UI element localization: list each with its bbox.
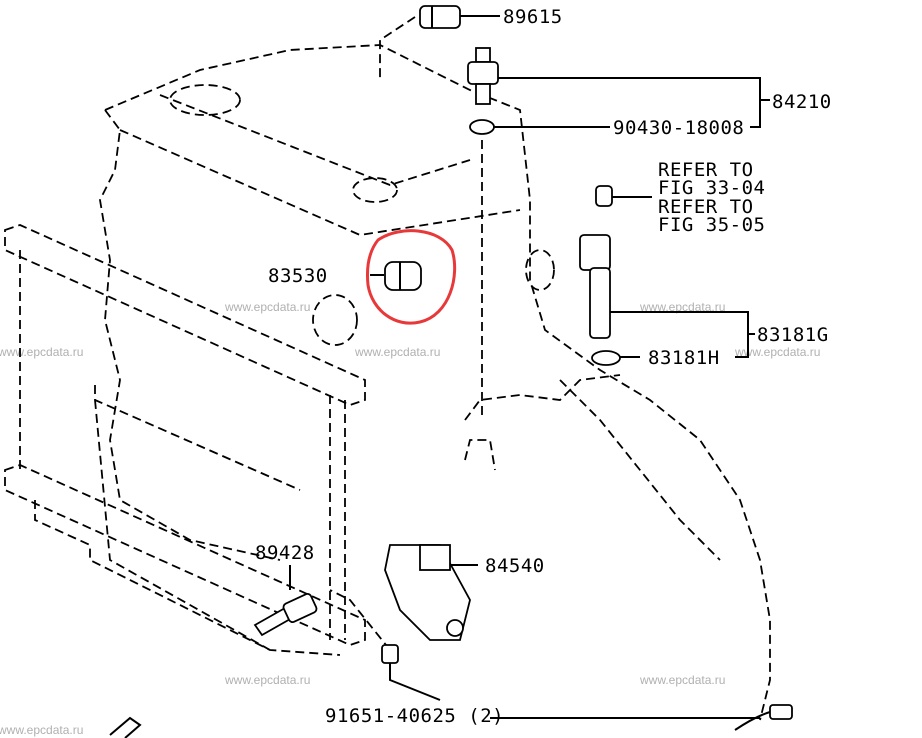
part-83181h-oring[interactable]	[591, 350, 621, 366]
part-84540-switch[interactable]	[384, 544, 471, 641]
watermark: www.epcdata.ru	[354, 345, 440, 359]
leader-lines	[289, 15, 770, 719]
label-refer-to-2: REFER TO	[658, 196, 754, 218]
label-84540[interactable]: 84540	[485, 555, 545, 577]
part-83530-switch[interactable]	[384, 261, 422, 291]
label-refer-to-1: REFER TO	[658, 159, 754, 181]
label-fig-35-05[interactable]: FIG 35-05	[658, 214, 765, 236]
watermark: www.epcdata.ru	[224, 673, 310, 687]
highlight-circle	[366, 229, 457, 325]
watermark: www.epcdata.ru	[639, 300, 725, 314]
part-89428-sensor[interactable]	[253, 593, 318, 637]
watermark: www.epcdata.ru	[0, 345, 83, 359]
watermark: www.epcdata.ru	[734, 345, 820, 359]
part-connector-bottom	[109, 704, 793, 738]
label-89615[interactable]: 89615	[503, 6, 563, 28]
label-91651-40625[interactable]: 91651-40625 (2)	[325, 705, 504, 727]
radiator-outline	[4, 224, 366, 656]
label-83530[interactable]: 83530	[268, 265, 328, 287]
part-90430-gasket[interactable]	[469, 119, 495, 135]
label-84210[interactable]: 84210	[772, 91, 832, 113]
watermark: www.epcdata.ru	[224, 300, 310, 314]
label-89428[interactable]: 89428	[255, 542, 315, 564]
label-90430-18008[interactable]: 90430-18008	[613, 117, 744, 139]
part-labels: 89615 84210 90430-18008 REFER TO FIG 33-…	[255, 6, 832, 727]
watermark: www.epcdata.ru	[639, 673, 725, 687]
part-89615-switch[interactable]	[419, 5, 461, 29]
part-83181g-sensor[interactable]	[579, 234, 611, 339]
label-fig-33-04[interactable]: FIG 33-04	[658, 177, 765, 199]
part-84210-switch[interactable]	[467, 47, 499, 105]
watermark: www.epcdata.ru	[0, 723, 83, 737]
part-91651-bolt[interactable]	[381, 644, 399, 664]
engine-outline	[99, 44, 771, 721]
label-83181g[interactable]: 83181G	[757, 324, 829, 346]
part-bolt-refer[interactable]	[595, 185, 613, 207]
label-83181h[interactable]: 83181H	[648, 347, 720, 369]
